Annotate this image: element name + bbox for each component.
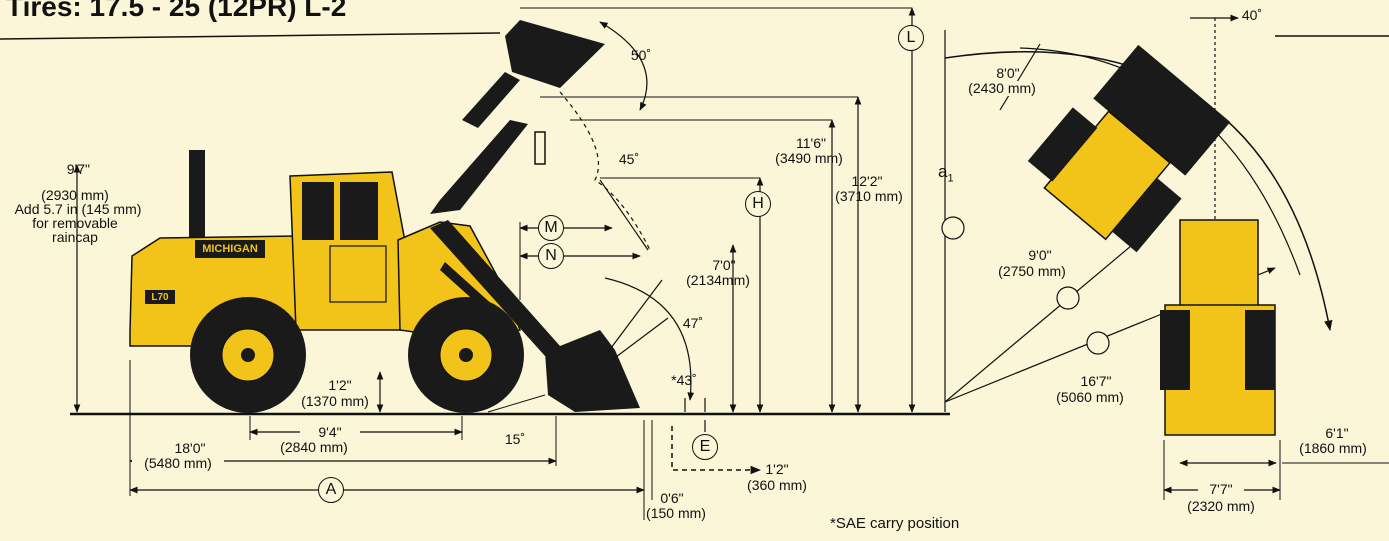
- front-tire: [408, 297, 524, 413]
- clearance-ft: 1'2": [328, 377, 352, 393]
- turn-8-leader: [999, 43, 1041, 111]
- height-cab-ft: 9'7": [66, 161, 90, 177]
- raised-boom: [430, 120, 528, 214]
- marker-E: E: [692, 434, 718, 460]
- model-decal-bg: [145, 290, 175, 304]
- cab-window-right: [340, 182, 378, 240]
- raincap-note-1: Add 5.7 in (145 mm): [14, 201, 142, 217]
- overall-mm: (3710 mm): [835, 188, 903, 204]
- raincap-note-3: raincap: [52, 229, 98, 245]
- footnote: *SAE carry position: [830, 515, 960, 532]
- raincap-note-2: for removable: [32, 215, 118, 231]
- top-tire-right: [1245, 310, 1275, 390]
- raised-cylinder: [462, 72, 520, 128]
- angle-43: *43˚: [671, 372, 697, 388]
- arc-50: [599, 21, 648, 111]
- radius-inner: [944, 229, 1151, 403]
- cab-window-left: [302, 182, 334, 240]
- radius-outer-ft: 16'7": [1080, 373, 1112, 389]
- angle-artic: 40˚: [1241, 7, 1263, 23]
- angle-rollback-full: 50˚: [630, 47, 652, 63]
- ray-43: [611, 317, 669, 361]
- radius-inner-marker: [1056, 286, 1080, 310]
- exhaust-stack: [189, 150, 205, 242]
- radius-outer-marker: [1086, 331, 1110, 355]
- dig-mm: (360 mm): [747, 477, 807, 493]
- bucket-path: [559, 91, 651, 251]
- angle-approach: 15˚: [504, 431, 526, 447]
- a1-marker: [941, 216, 965, 240]
- radius-inner-mm: (2750 mm): [998, 263, 1066, 279]
- length-mm: (5480 mm): [132, 456, 224, 471]
- clearance-mm: (1370 mm): [301, 393, 369, 409]
- bucket-ground: [545, 330, 640, 412]
- height-cab-mm: (2930 mm): [41, 187, 109, 203]
- top-front-tire-l: [1027, 107, 1098, 182]
- tire-spec-title: Tires: 17.5 - 25 (12PR) L-2: [6, 0, 347, 22]
- dump-clear-ft: 7'0": [712, 257, 736, 273]
- marker-H: H: [745, 191, 771, 217]
- marker-L: L: [898, 25, 924, 51]
- cab-door: [329, 245, 387, 303]
- tread-mm: (1860 mm): [1299, 440, 1367, 456]
- width-mm: (2320 mm): [1187, 498, 1255, 514]
- angle-47: 47˚: [682, 315, 704, 331]
- below-mm: (150 mm): [646, 505, 706, 521]
- model-decal: L70: [151, 292, 169, 303]
- marker-A: A: [318, 477, 344, 503]
- length-ft: 18'0": [174, 440, 206, 456]
- marker-M: M: [538, 215, 564, 241]
- dim-E-dashed: [671, 426, 762, 475]
- a1-label: a1: [938, 162, 954, 185]
- rear-tire: [190, 297, 306, 413]
- turn-outer-mm: (2430 mm): [952, 81, 1052, 96]
- dig-ft: 1'2": [765, 461, 789, 477]
- radius-inner-ft: 9'0": [1028, 247, 1052, 263]
- approach-line: [487, 394, 546, 413]
- angle-dump: 45˚: [618, 151, 640, 167]
- wheelbase-ft: 9'4": [300, 425, 360, 440]
- ray-47: [607, 279, 663, 353]
- marker-N: N: [538, 243, 564, 269]
- hinge-ft: 11'6": [796, 135, 826, 151]
- turn-outer-ft: 8'0": [996, 65, 1020, 81]
- raised-bucket: [505, 20, 605, 88]
- lift-arm: [430, 220, 560, 356]
- top-bucket: [1093, 44, 1231, 176]
- title-rule: [0, 32, 501, 40]
- overall-ft: 12'2": [851, 173, 883, 189]
- width-ft: 7'7": [1198, 482, 1244, 497]
- below-ft: 0'6": [660, 490, 684, 506]
- wheelbase-mm: (2840 mm): [280, 439, 348, 455]
- hatched-pin: [534, 131, 546, 165]
- top-front-tire-r: [1112, 178, 1182, 253]
- tread-ft: 6'1": [1325, 425, 1349, 441]
- dump-clear-mm: (2134mm): [686, 272, 750, 288]
- brand-decal: MICHIGAN: [202, 243, 258, 255]
- radius-outer-mm: (5060 mm): [1056, 389, 1124, 405]
- dump-line: [599, 179, 649, 251]
- arc-47-43: [604, 277, 695, 401]
- hinge-mm: (3490 mm): [775, 150, 843, 166]
- brand-decal-bg: [195, 240, 265, 258]
- turning-top-view: [944, 14, 1389, 500]
- loader-side-view: [129, 20, 640, 413]
- top-tire-left: [1160, 310, 1190, 390]
